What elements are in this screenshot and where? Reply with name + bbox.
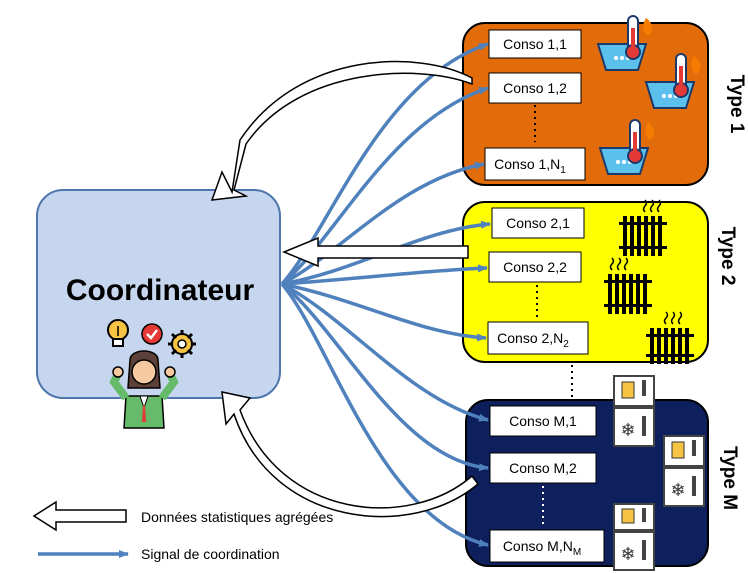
type-m-label: Type M bbox=[719, 446, 740, 510]
radiator-icon bbox=[619, 199, 667, 256]
signal-arrow-2-2 bbox=[281, 264, 488, 286]
signal-arrow-m-2 bbox=[280, 282, 489, 472]
legend-signal-label: Signal de coordination bbox=[141, 546, 280, 562]
consumer-2-n-label: Conso 2,N bbox=[497, 330, 563, 346]
consumer-1-1-label: Conso 1,1 bbox=[503, 36, 567, 52]
signal-arrow-1-2 bbox=[280, 86, 489, 286]
water-heater-icon bbox=[598, 119, 655, 175]
consumer-1-n-sub: 1 bbox=[560, 165, 566, 176]
consumer-m-2: Conso M,2 bbox=[489, 452, 597, 484]
signal-arrow-m-1 bbox=[281, 282, 489, 422]
consumer-m-1: Conso M,1 bbox=[489, 405, 597, 437]
legend: Données statistiques agrégées Signal de … bbox=[32, 500, 333, 562]
consumer-1-2-label: Conso 1,2 bbox=[503, 80, 567, 96]
lightbulb-icon bbox=[107, 319, 129, 347]
consumer-1-n: Conso 1,N1 bbox=[484, 147, 586, 181]
aggregated-arrows bbox=[210, 60, 480, 518]
consumer-m-n-sub: M bbox=[573, 547, 581, 558]
consumer-1-1: Conso 1,1 bbox=[488, 29, 582, 59]
svg-text:❄: ❄ bbox=[620, 420, 635, 440]
gear-icon bbox=[168, 330, 196, 358]
svg-text:Conso 2,N2: Conso 2,N2 bbox=[497, 330, 569, 350]
signal-arrows bbox=[280, 42, 491, 547]
coordinator-label: Coordinateur bbox=[66, 274, 255, 307]
refrigerator-icon: ❄ bbox=[613, 375, 655, 447]
aggregated-arrow-type-m bbox=[221, 391, 480, 518]
radiator-icon bbox=[646, 311, 694, 364]
consumer-m-n: Conso M,NM bbox=[489, 529, 605, 563]
group-type-1: Conso 1,1 Conso 1,2 Conso 1,N1 bbox=[462, 15, 747, 186]
check-icon bbox=[141, 323, 163, 345]
person-icon bbox=[109, 350, 179, 429]
consumer-m-n-label: Conso M,N bbox=[503, 538, 573, 554]
water-heater-icon bbox=[596, 15, 653, 71]
radiator-icon bbox=[604, 257, 652, 314]
water-heater-icon bbox=[644, 53, 701, 109]
signal-arrow-1-n bbox=[281, 161, 485, 286]
svg-text:❄: ❄ bbox=[670, 480, 685, 500]
legend-aggregated-label: Données statistiques agrégées bbox=[141, 509, 333, 525]
consumer-m-2-label: Conso M,2 bbox=[509, 460, 577, 476]
group-type-1-box bbox=[462, 22, 709, 186]
consumer-2-2: Conso 2,2 bbox=[488, 251, 582, 283]
aggregated-arrow-type-2 bbox=[282, 236, 469, 268]
svg-text:❄: ❄ bbox=[620, 544, 635, 564]
consumer-2-n: Conso 2,N2 bbox=[487, 321, 589, 355]
consumer-2-1-label: Conso 2,1 bbox=[506, 215, 570, 231]
consumer-2-2-label: Conso 2,2 bbox=[503, 259, 567, 275]
signal-arrow-2-n bbox=[281, 282, 487, 342]
legend-hollow-arrow-icon bbox=[32, 500, 127, 532]
consumer-2-1: Conso 2,1 bbox=[491, 207, 585, 239]
refrigerator-icon: ❄ bbox=[663, 435, 705, 507]
consumer-1-n-label: Conso 1,N bbox=[494, 156, 560, 172]
signal-arrow-m-n bbox=[280, 282, 489, 547]
aggregated-arrow-type-1 bbox=[210, 60, 473, 201]
consumer-2-n-sub: 2 bbox=[563, 339, 569, 350]
consumer-m-1-label: Conso M,1 bbox=[509, 413, 577, 429]
refrigerator-icon: ❄ bbox=[613, 503, 655, 571]
group-type-m: Conso M,1 Conso M,2 Conso M,NM ❄ ❄ bbox=[465, 375, 740, 571]
group-type-2: Conso 2,1 Conso 2,2 Conso 2,N2 bbox=[462, 199, 738, 364]
type-2-label: Type 2 bbox=[717, 227, 738, 286]
coordinator: Coordinateur bbox=[36, 189, 281, 429]
type-1-label: Type 1 bbox=[726, 75, 747, 134]
svg-text:Conso 1,N1: Conso 1,N1 bbox=[494, 156, 566, 176]
svg-text:Conso M,NM: Conso M,NM bbox=[503, 538, 581, 558]
consumer-1-2: Conso 1,2 bbox=[488, 72, 582, 104]
